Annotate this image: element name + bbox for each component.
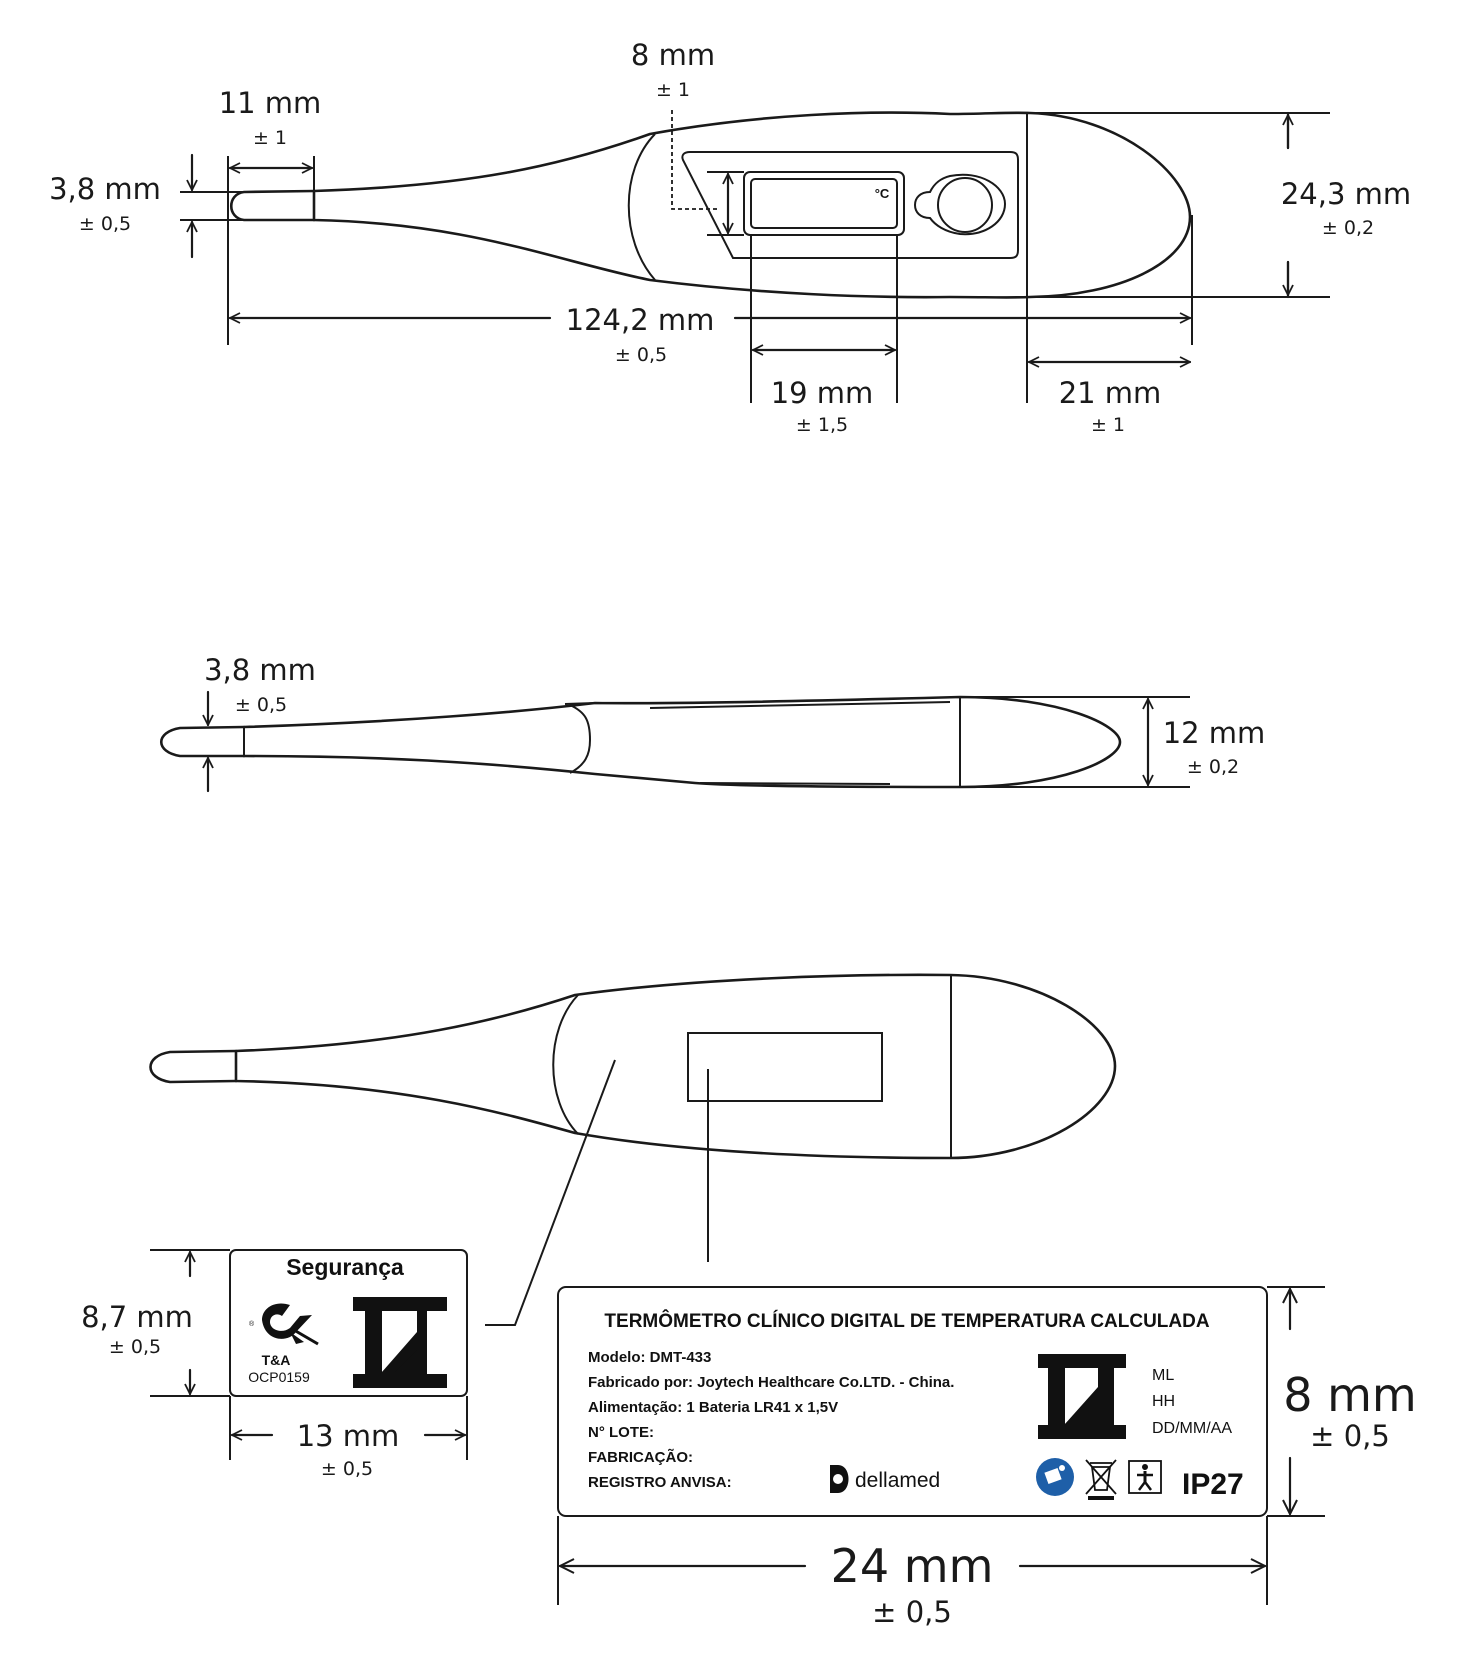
- safety-label-title: Segurança: [286, 1254, 404, 1280]
- safety-label: Segurança ® T&A OCP0159: [229, 1249, 468, 1397]
- end-length-tol: ± 1: [1091, 414, 1125, 436]
- side-view-outline: [242, 695, 1122, 789]
- bottom-view-outline: [234, 973, 1117, 1160]
- product-label-title: TERMÔMETRO CLÍNICO DIGITAL DE TEMPERATUR…: [604, 1310, 1209, 1332]
- brand-name: dellamed: [855, 1469, 940, 1492]
- certification-logo: ® T&A OCP0159: [248, 1303, 319, 1385]
- safety-height-value: 8,7 mm: [81, 1300, 193, 1334]
- product-line-model: Modelo: DMT-433: [588, 1349, 711, 1366]
- product-line-anvisa: REGISTRO ANVISA:: [588, 1474, 732, 1491]
- product-label: TERMÔMETRO CLÍNICO DIGITAL DE TEMPERATUR…: [557, 1286, 1268, 1517]
- type-bf-icon: [1128, 1460, 1162, 1494]
- lcd-outer: [743, 171, 905, 236]
- weee-bin-icon: [1085, 1459, 1117, 1500]
- grip-curve: [627, 133, 656, 281]
- code-ml: ML: [1152, 1367, 1174, 1384]
- code-date: DD/MM/AA: [1152, 1420, 1232, 1437]
- label-recess: [687, 1032, 883, 1102]
- total-length-tol: ± 0,5: [615, 344, 667, 366]
- display-width-tol: ± 1,5: [796, 414, 848, 436]
- inmetro-mark: [353, 1297, 447, 1388]
- display-width-value: 19 mm: [771, 376, 874, 410]
- safety-height-tol: ± 0,5: [109, 1336, 161, 1358]
- lcd-inner: [750, 178, 898, 229]
- code-hh: HH: [1152, 1393, 1175, 1410]
- cert-logo-text: T&A: [262, 1352, 291, 1368]
- product-line-lot: N° LOTE:: [588, 1424, 654, 1441]
- product-width-value: 24 mm: [831, 1539, 994, 1593]
- tip-length-tol: ± 1: [253, 127, 287, 149]
- display-offset-tol: ± 1: [656, 79, 690, 101]
- total-length-value: 124,2 mm: [566, 303, 715, 337]
- product-height-value: 8 mm: [1283, 1368, 1417, 1422]
- inmetro-mark-large: [1038, 1354, 1126, 1439]
- leader-safety-label: [485, 1059, 616, 1326]
- power-button: [937, 177, 993, 233]
- top-view-outline: [312, 111, 1192, 299]
- top-view-tip: [229, 189, 316, 222]
- lcd-unit-symbol: °C: [875, 186, 890, 201]
- body-thickness-tol: ± 0,2: [1187, 756, 1239, 778]
- tip-thickness-tol: ± 0,5: [235, 694, 287, 716]
- bottom-view: [149, 973, 1117, 1326]
- manual-icon: [1036, 1458, 1074, 1496]
- product-line-fabrication: FABRICAÇÃO:: [588, 1448, 693, 1466]
- cert-code: OCP0159: [248, 1369, 310, 1385]
- safety-width-value: 13 mm: [297, 1419, 400, 1453]
- product-height-tol: ± 0,5: [1310, 1419, 1390, 1453]
- tip-width-value: 3,8 mm: [49, 172, 161, 206]
- safety-width-tol: ± 0,5: [321, 1458, 373, 1480]
- tip-thickness-value: 3,8 mm: [204, 653, 316, 687]
- bottom-grip-curve: [552, 994, 579, 1135]
- tip-length-value: 11 mm: [219, 86, 322, 120]
- power-button-housing: [913, 173, 1007, 236]
- end-length-value: 21 mm: [1059, 376, 1162, 410]
- display-panel: [681, 151, 1019, 259]
- display-offset-value: 8 mm: [631, 38, 715, 72]
- body-thickness-value: 12 mm: [1163, 716, 1266, 750]
- body-width-value: 24,3 mm: [1281, 177, 1411, 211]
- body-width-tol: ± 0,2: [1322, 217, 1374, 239]
- dellamed-logo: dellamed: [830, 1465, 940, 1493]
- ip-rating: IP27: [1182, 1468, 1244, 1501]
- side-view: 3,8 mm ± 0,5 12 mm ± 0,2: [160, 653, 1266, 793]
- product-line-manufacturer: Fabricado por: Joytech Healthcare Co.LTD…: [588, 1374, 954, 1391]
- product-line-power: Alimentação: 1 Bateria LR41 x 1,5V: [588, 1399, 838, 1416]
- side-view-tip: [160, 725, 246, 758]
- tip-width-tol: ± 0,5: [79, 213, 131, 235]
- top-view: 11 mm ± 1 3,8 mm ± 0,5 8 mm ± 1 124,2 mm…: [49, 38, 1411, 436]
- product-width-tol: ± 0,5: [872, 1595, 952, 1629]
- product-label-frame: [557, 1286, 1268, 1517]
- cert-small-mark: ®: [249, 1320, 255, 1328]
- bottom-view-tip: [149, 1049, 238, 1084]
